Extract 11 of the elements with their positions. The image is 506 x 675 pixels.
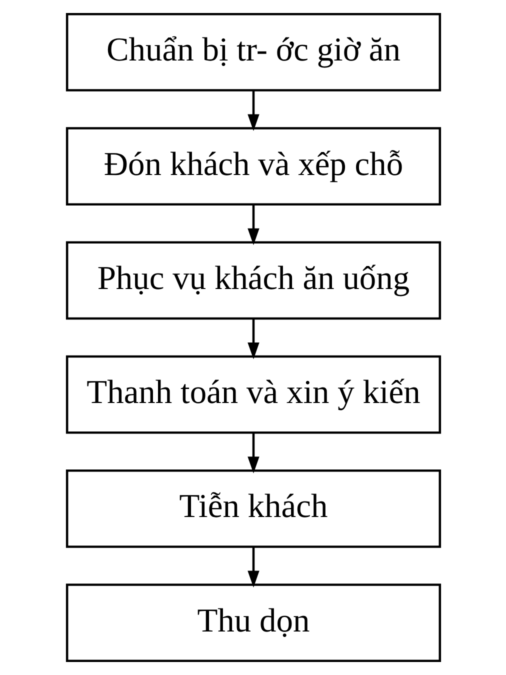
arrow [247,318,259,360]
arrow [247,90,259,132]
node-box: Phục vụ khách ăn uống [65,241,441,320]
node-box: Đón khách và xếp chỗ [65,127,441,206]
node-box: Chuẩn bị tr- ớc giờ ăn [65,12,441,92]
arrow [247,433,259,474]
node-box: Tiễn khách [65,470,441,548]
node-box: Thu dọn [65,584,441,662]
node-box: Thanh toán và xin ý kiến [65,355,441,434]
arrow [247,204,259,246]
arrow [247,547,259,588]
